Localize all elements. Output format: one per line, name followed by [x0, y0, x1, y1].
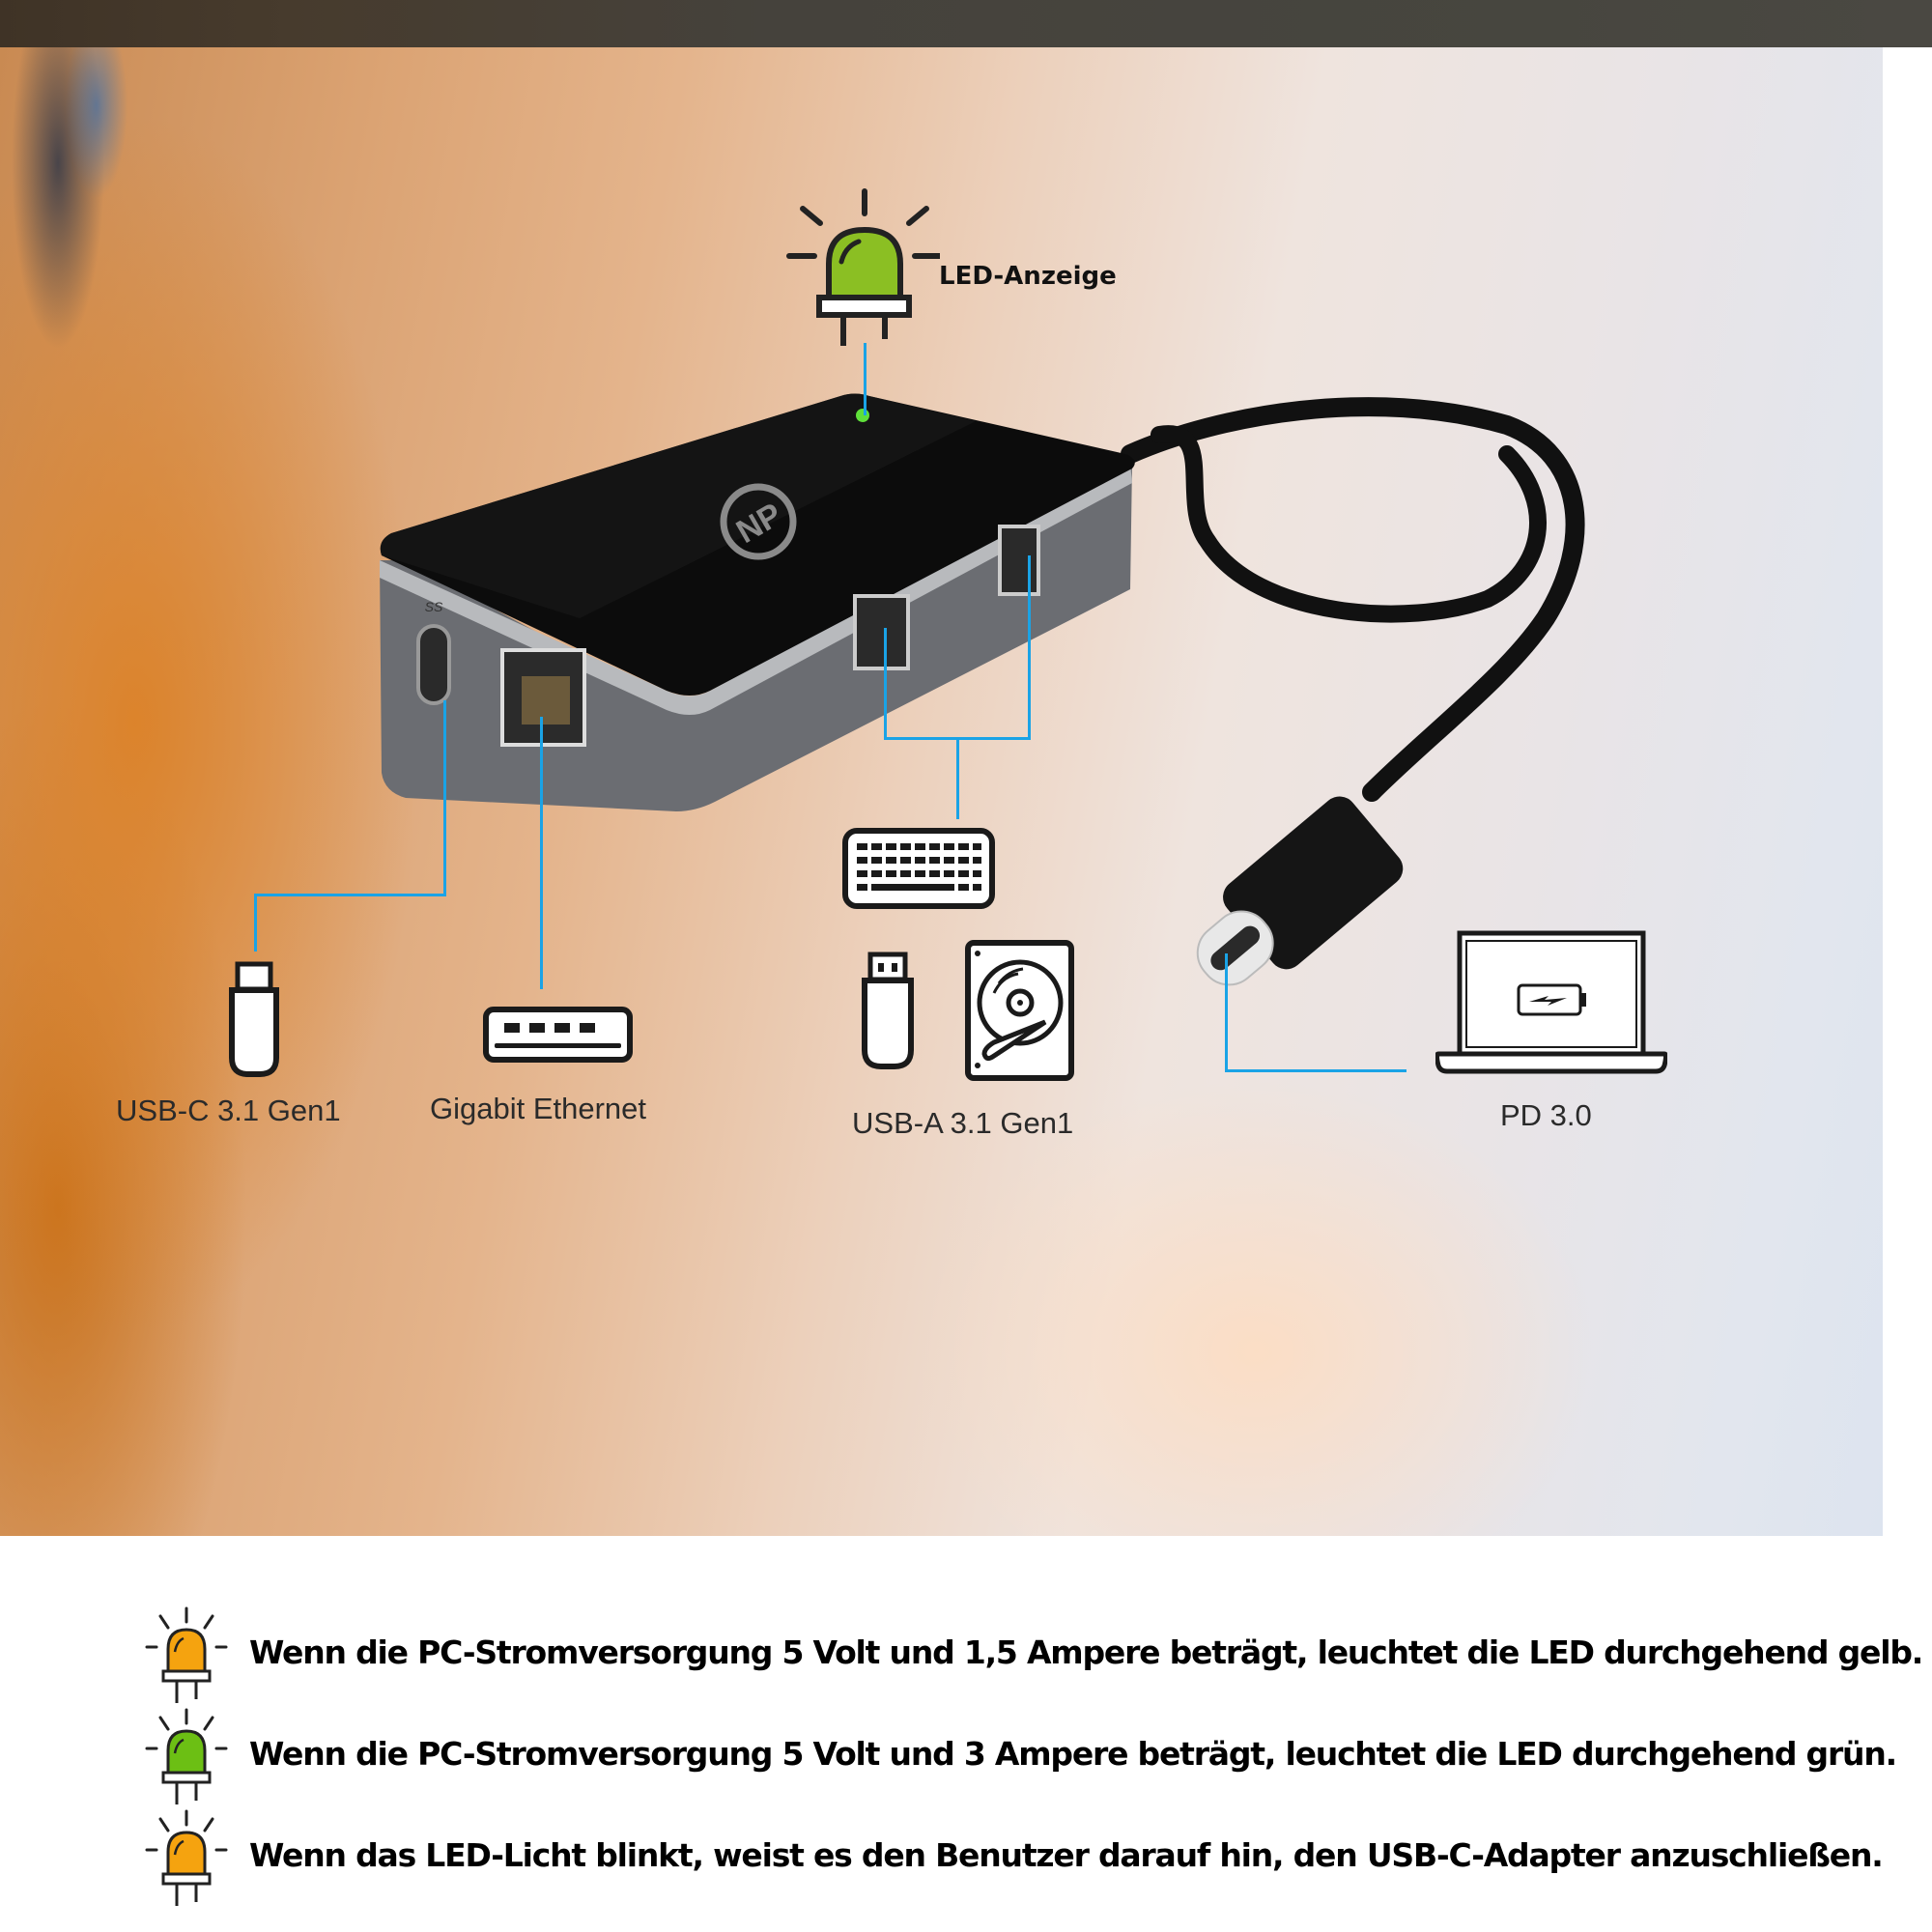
led-indicator-label: LED-Anzeige [939, 262, 1117, 291]
connector-line-pd-h [1225, 1069, 1406, 1072]
connector-line-usba-v [956, 737, 959, 819]
top-bar [0, 0, 1932, 47]
legend-text: Wenn die PC-Stromversorgung 5 Volt und 1… [249, 1633, 1923, 1671]
svg-text:SS: SS [425, 599, 443, 614]
connector-line-usba-2 [1028, 555, 1031, 739]
keyboard-icon [842, 828, 995, 909]
connector-line-usbc-h [254, 894, 446, 896]
led-yellow-icon [145, 1606, 228, 1703]
connector-line-usbc-v2 [254, 894, 257, 952]
port-label-pd: PD 3.0 [1500, 1098, 1592, 1132]
usb-stick-icon [229, 961, 279, 1077]
usb-c-cable [1121, 397, 1585, 802]
ethernet-port-icon [483, 1007, 633, 1063]
legend-item-yellow-blinking: Wenn das LED-Licht blinkt, weist es den … [143, 1802, 1884, 1908]
port-label-ethernet: Gigabit Ethernet [430, 1092, 647, 1125]
usb-c-port [416, 624, 451, 705]
product-photo-background [0, 47, 1883, 1536]
legend-item-green-solid: Wenn die PC-Stromversorgung 5 Volt und 3… [143, 1700, 1897, 1806]
connector-line-pd-v [1225, 953, 1228, 1071]
port-label-usbc: USB-C 3.1 Gen1 [116, 1094, 341, 1127]
hub-body: NP SS [380, 393, 1135, 811]
port-label-usba: USB-A 3.1 Gen1 [852, 1106, 1074, 1140]
usb-a-port-1 [853, 594, 910, 670]
usb-c-plug [1196, 796, 1404, 986]
np-logo [720, 483, 797, 560]
legend-text: Wenn das LED-Licht blinkt, weist es den … [249, 1835, 1884, 1874]
hard-drive-icon [965, 940, 1074, 1081]
legend-text: Wenn die PC-Stromversorgung 5 Volt und 3… [249, 1734, 1897, 1773]
connector-line-led [864, 343, 867, 415]
led-bulb-icon [786, 188, 940, 346]
laptop-charging-icon [1435, 930, 1667, 1074]
connector-line-usbc [443, 700, 446, 895]
legend-item-yellow-solid: Wenn die PC-Stromversorgung 5 Volt und 1… [143, 1599, 1923, 1705]
connector-line-usba-1 [884, 628, 887, 739]
led-yellow-icon [145, 1809, 228, 1906]
usb-stick-icon [862, 952, 914, 1069]
background-blur-blue [39, 47, 155, 337]
hub-diagram: NP SS [380, 393, 1585, 986]
led-green-icon [145, 1708, 228, 1804]
usb-a-port-2 [998, 525, 1040, 596]
device-led [856, 409, 869, 422]
connector-line-ethernet [540, 717, 543, 989]
